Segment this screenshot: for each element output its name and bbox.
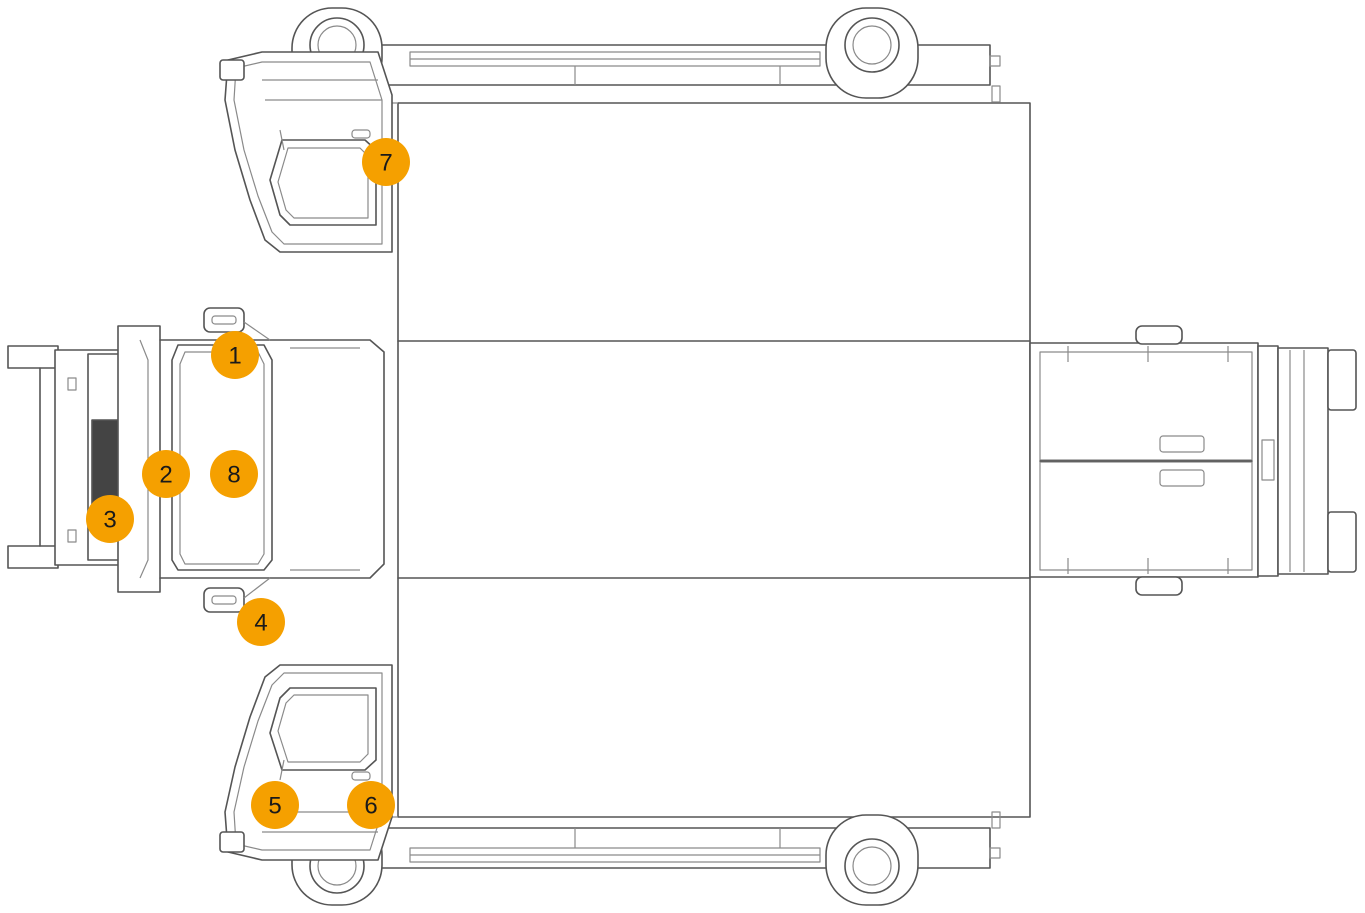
marker-2-circle bbox=[142, 450, 190, 498]
marker-1-circle bbox=[211, 331, 259, 379]
marker-7[interactable]: 7 bbox=[362, 138, 410, 186]
marker-6-circle bbox=[347, 781, 395, 829]
marker-8-circle bbox=[210, 450, 258, 498]
marker-2[interactable]: 2 bbox=[142, 450, 190, 498]
marker-1[interactable]: 1 bbox=[211, 331, 259, 379]
rear-cargo-doors bbox=[1029, 325, 1357, 596]
marker-5-label: 5 bbox=[268, 793, 281, 820]
marker-7-label: 7 bbox=[379, 150, 392, 177]
marker-3[interactable]: 3 bbox=[86, 495, 134, 543]
cab-top-view bbox=[7, 307, 385, 613]
marker-4[interactable]: 4 bbox=[237, 598, 285, 646]
wheel-rear-top bbox=[825, 7, 919, 99]
cab-side-bottom bbox=[219, 664, 393, 861]
marker-8-label: 8 bbox=[227, 462, 240, 489]
marker-5[interactable]: 5 bbox=[251, 781, 299, 829]
cab-side-top bbox=[219, 51, 393, 253]
marker-1-label: 1 bbox=[228, 343, 241, 370]
marker-3-circle bbox=[86, 495, 134, 543]
marker-7-circle bbox=[362, 138, 410, 186]
marker-6[interactable]: 6 bbox=[347, 781, 395, 829]
inspection-markers: 1 2 3 4 5 6 7 8 bbox=[86, 138, 410, 829]
marker-8[interactable]: 8 bbox=[210, 450, 258, 498]
marker-3-label: 3 bbox=[103, 507, 116, 534]
top-side-chassis bbox=[291, 7, 1001, 103]
cargo-bed bbox=[380, 102, 1031, 818]
marker-4-label: 4 bbox=[254, 610, 267, 637]
marker-4-circle bbox=[237, 598, 285, 646]
marker-2-label: 2 bbox=[159, 462, 172, 489]
marker-6-label: 6 bbox=[364, 793, 377, 820]
marker-5-circle bbox=[251, 781, 299, 829]
bottom-side-chassis bbox=[291, 811, 1001, 906]
wheel-rear-bottom bbox=[825, 814, 919, 906]
